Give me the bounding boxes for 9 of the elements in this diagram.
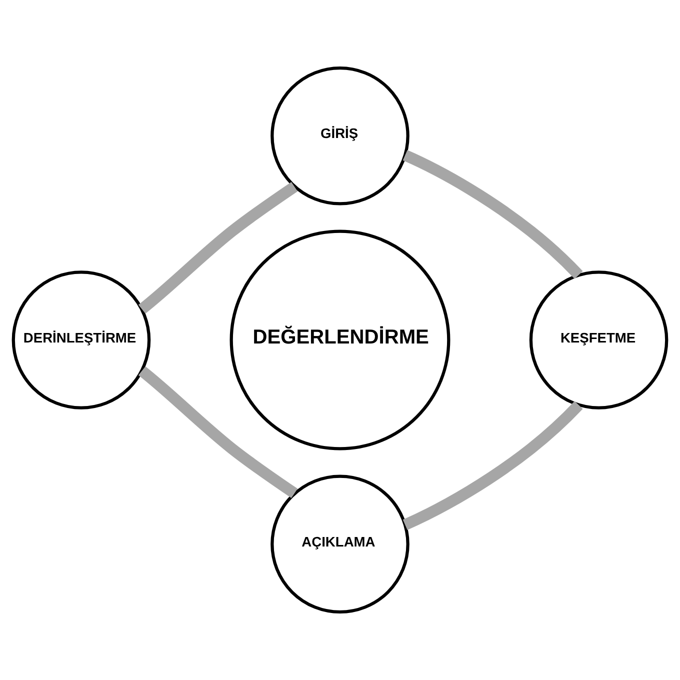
node-circle: DEĞERLENDİRME bbox=[230, 230, 450, 450]
connector bbox=[138, 182, 298, 314]
node-circle: KEŞFETME bbox=[529, 270, 668, 410]
connector bbox=[138, 366, 298, 498]
connector bbox=[402, 401, 583, 530]
node-circle: AÇIKLAMA bbox=[270, 474, 410, 614]
node-circle: GİRİŞ bbox=[270, 66, 410, 206]
connector bbox=[402, 150, 583, 279]
node-circle: DERİNLEŞTİRME bbox=[12, 270, 151, 410]
